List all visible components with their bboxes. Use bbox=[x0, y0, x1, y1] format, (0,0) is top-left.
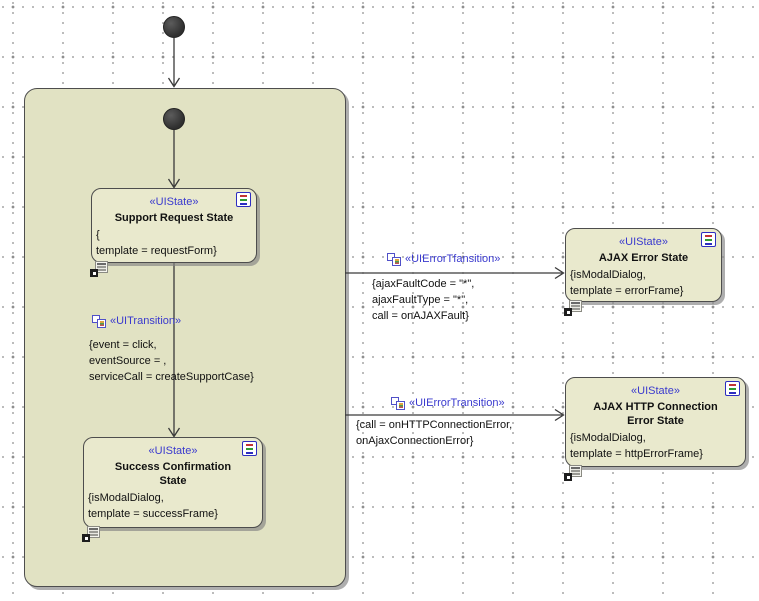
transition-stereotype: «UIErrorTfansition» bbox=[405, 253, 501, 265]
state-constraint-line: template = httpErrorFrame} bbox=[570, 448, 703, 460]
transition-stereotype: «UIErrorTransition» bbox=[409, 397, 505, 409]
state-ajax-http-error[interactable]: «UIState» AJAX HTTP Connection Error Sta… bbox=[564, 377, 746, 481]
state-constraint-line: {isModalDialog, bbox=[570, 432, 646, 444]
transition-inner-initial-to-support-request[interactable] bbox=[167, 130, 181, 189]
state-constraint-line: template = requestForm} bbox=[96, 245, 217, 257]
state-title: Success Confirmation State bbox=[114, 461, 232, 487]
transition-label-ui-error-ajax[interactable]: «UIErrorTfansition» bbox=[387, 252, 500, 266]
state-constraint-line: {isModalDialog, bbox=[88, 492, 164, 504]
state-constraint-line: { bbox=[96, 229, 100, 241]
submachine-icon[interactable] bbox=[564, 300, 582, 316]
transition-label-ui-error-http[interactable]: «UIErrorTransition» bbox=[391, 396, 505, 410]
internal-behavior-icon[interactable] bbox=[701, 232, 716, 247]
stereotype-copy-icon bbox=[391, 396, 405, 410]
transition-constraints-ui-error-ajax: {ajaxFaultCode = "*", ajaxFaultType = "*… bbox=[372, 278, 475, 322]
initial-node-outer[interactable] bbox=[163, 16, 185, 38]
transition-initial-to-region[interactable] bbox=[167, 38, 181, 88]
internal-behavior-icon[interactable] bbox=[236, 192, 251, 207]
transition-region-to-ajax-http-error[interactable] bbox=[345, 408, 565, 422]
state-support-request[interactable]: «UIState» Support Request State { templa… bbox=[90, 188, 257, 277]
state-constraint-line: template = successFrame} bbox=[88, 508, 218, 520]
state-title: Support Request State bbox=[114, 212, 234, 224]
transition-constraints-ui-transition: {event = click, eventSource = , serviceC… bbox=[89, 339, 254, 383]
internal-behavior-icon[interactable] bbox=[242, 441, 257, 456]
state-success-confirmation[interactable]: «UIState» Success Confirmation State {is… bbox=[82, 437, 263, 542]
stereotype-label: «UIState» bbox=[149, 196, 199, 208]
stereotype-label: «UIState» bbox=[619, 236, 668, 248]
stereotype-copy-icon bbox=[92, 314, 106, 328]
transition-stereotype: «UITransition» bbox=[110, 315, 182, 327]
stereotype-copy-icon bbox=[387, 252, 401, 266]
state-constraint-line: template = errorFrame} bbox=[570, 285, 684, 297]
state-ajax-error[interactable]: «UIState» AJAX Error State {isModalDialo… bbox=[564, 228, 722, 316]
stereotype-label: «UIState» bbox=[631, 385, 680, 397]
state-title: AJAX HTTP Connection Error State bbox=[593, 401, 718, 427]
submachine-icon[interactable] bbox=[564, 465, 582, 481]
transition-region-to-ajax-error[interactable] bbox=[345, 266, 565, 280]
initial-node-inner[interactable] bbox=[163, 108, 185, 130]
transition-label-ui-transition[interactable]: «UITransition» bbox=[92, 314, 181, 328]
transition-support-request-to-success[interactable] bbox=[167, 263, 181, 438]
submachine-icon[interactable] bbox=[90, 261, 108, 277]
stereotype-label: «UIState» bbox=[148, 445, 198, 457]
transition-constraints-ui-error-http: {call = onHTTPConnectionError, onAjaxCon… bbox=[356, 419, 513, 447]
internal-behavior-icon[interactable] bbox=[725, 381, 740, 396]
submachine-icon[interactable] bbox=[82, 526, 100, 542]
state-title: AJAX Error State bbox=[598, 252, 689, 264]
state-constraint-line: {isModalDialog, bbox=[570, 269, 646, 281]
